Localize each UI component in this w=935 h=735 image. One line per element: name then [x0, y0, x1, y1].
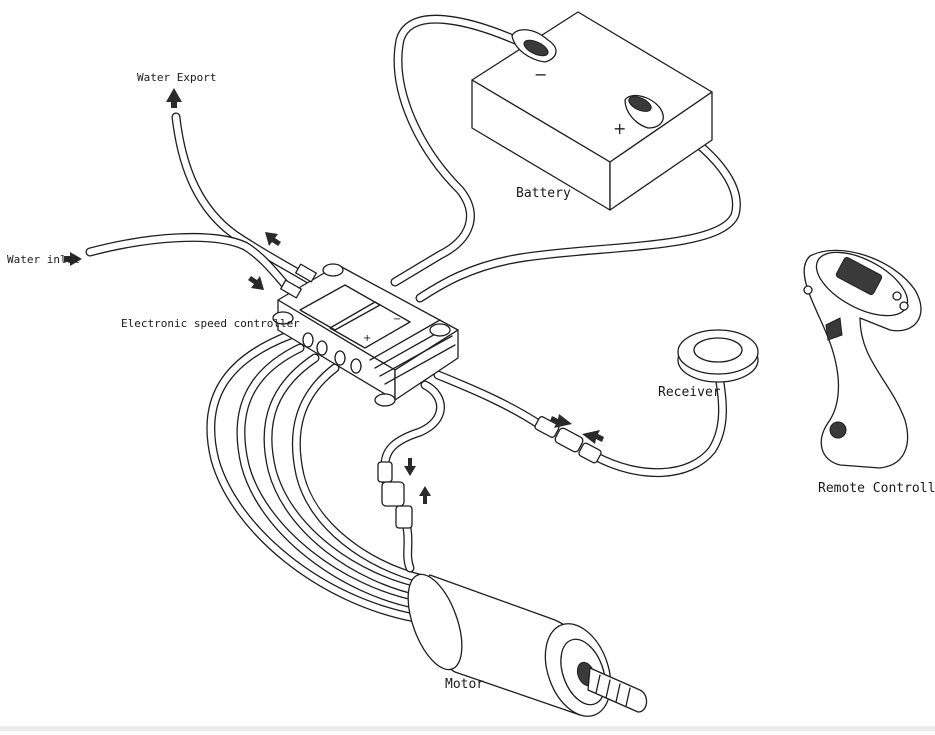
arrow-icon: [265, 232, 281, 246]
svg-text:+: +: [363, 333, 371, 344]
battery-negative-cable: [390, 14, 525, 287]
motor-phase-wire-3: [263, 353, 427, 597]
remote-controller-label: Remote Controller: [818, 481, 935, 496]
arrow-icon: [550, 414, 572, 428]
remote-controller-icon: [803, 249, 922, 469]
motor-sensor-cable: [380, 380, 445, 573]
motor-phase-wire-1: [206, 330, 420, 623]
svg-text:−: −: [393, 314, 401, 325]
sensor-connector: [377, 461, 413, 529]
arrow-icon: [404, 458, 416, 476]
battery-icon: [471, 11, 713, 211]
motor-phase-wire-2: [236, 343, 423, 610]
battery-positive-sign: +: [613, 119, 626, 138]
receiver-label: Receiver: [658, 385, 721, 400]
water-inlet-label: Water inlet: [7, 253, 80, 266]
motor-phase-wire-4: [291, 363, 431, 585]
receiver-cable: [433, 365, 727, 477]
arrow-icon: [582, 430, 604, 444]
water-inlet-hose: [85, 232, 297, 297]
arrow-icon: [248, 276, 264, 290]
battery-label: Battery: [516, 186, 571, 201]
esc-icon: + −: [272, 263, 459, 407]
arrow-icon: [166, 88, 182, 108]
motor-icon: [407, 573, 648, 717]
receiver-icon: [677, 329, 759, 383]
water-export-hose: [171, 112, 315, 285]
motor-label: Motor: [445, 677, 485, 692]
battery-positive-cable: [415, 113, 741, 303]
arrow-icon: [419, 486, 431, 504]
bottom-band: [0, 726, 935, 731]
arrow-icon: [64, 252, 82, 266]
water-export-label: Water Export: [137, 71, 217, 84]
receiver-connector: [534, 416, 602, 464]
electronic-speed-controller-label: Electronic speed controller: [121, 317, 300, 330]
battery-negative-sign: −: [534, 65, 547, 84]
